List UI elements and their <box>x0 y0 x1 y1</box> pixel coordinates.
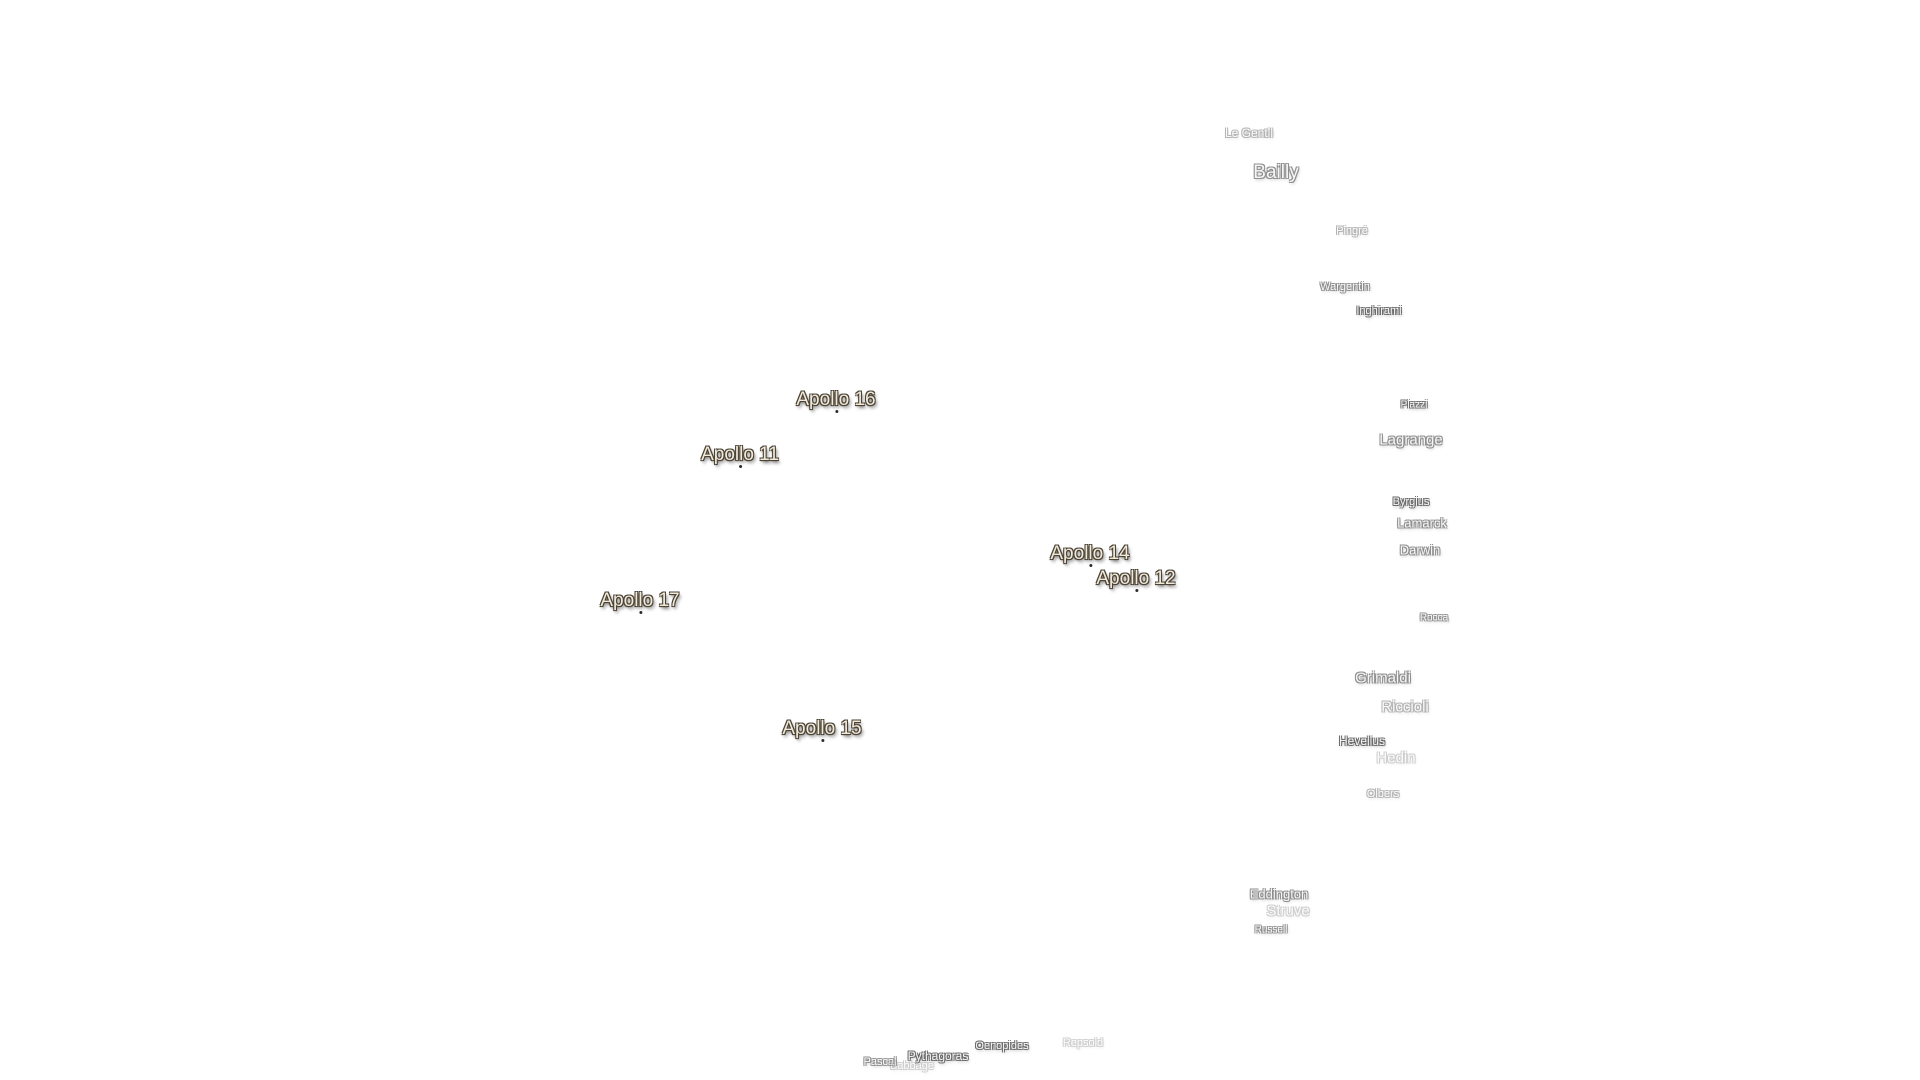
crater-label-wargentin[interactable]: Wargentin <box>1320 281 1370 293</box>
crater-label-rocca[interactable]: Rocca <box>1419 612 1449 624</box>
apollo-14-marker[interactable] <box>1088 564 1092 567</box>
apollo-11-label: Apollo 11 <box>701 444 779 465</box>
crater-label-hevelius[interactable]: Hevelius <box>1338 734 1386 748</box>
crater-label-byrgius[interactable]: Byrgius <box>1392 496 1430 508</box>
crater-label-darwin[interactable]: Darwin <box>1399 542 1441 558</box>
apollo-17-marker[interactable] <box>638 611 642 614</box>
crater-label-grimaldi[interactable]: Grimaldi <box>1355 669 1411 687</box>
crater-label-eddington[interactable]: Eddington <box>1249 886 1309 902</box>
apollo-17-label: Apollo 17 <box>600 590 680 611</box>
crater-label-repsold[interactable]: Repsold <box>1062 1037 1104 1049</box>
crater-label-riccioli[interactable]: Riccioli <box>1381 698 1429 716</box>
apollo-15-label: Apollo 15 <box>782 718 862 739</box>
apollo-15-site[interactable]: Apollo 15 <box>782 718 862 742</box>
crater-label-inghirami[interactable]: Inghirami <box>1356 305 1402 317</box>
apollo-15-marker[interactable] <box>820 739 824 742</box>
apollo-12-label: Apollo 12 <box>1096 568 1176 589</box>
crater-label-babbage[interactable]: Babbage <box>889 1060 935 1072</box>
crater-label-pascal[interactable]: Pascal <box>863 1056 897 1068</box>
crater-label-le-gentil[interactable]: Le Gentil <box>1224 126 1274 140</box>
crater-label-piazzi[interactable]: Piazzi <box>1400 399 1428 411</box>
crater-label-pythagoras[interactable]: Pythagoras <box>907 1049 969 1063</box>
crater-label-lagrange[interactable]: Lagrange <box>1379 431 1443 449</box>
apollo-16-marker[interactable] <box>834 410 838 413</box>
crater-label-olbers[interactable]: Olbers <box>1366 788 1400 800</box>
apollo-12-site[interactable]: Apollo 12 <box>1096 568 1176 592</box>
crater-label-pingre[interactable]: Pingré <box>1336 225 1368 237</box>
apollo-17-site[interactable]: Apollo 17 <box>600 590 680 614</box>
crater-label-oenopides[interactable]: Oenopides <box>975 1040 1029 1052</box>
crater-label-struve[interactable]: Struve <box>1266 902 1310 920</box>
crater-label-russell[interactable]: Russell <box>1254 924 1288 936</box>
apollo-14-site[interactable]: Apollo 14 <box>1050 543 1130 567</box>
crater-label-hedin[interactable]: Hedin <box>1376 749 1416 767</box>
apollo-14-label: Apollo 14 <box>1050 543 1130 564</box>
apollo-12-marker[interactable] <box>1134 589 1138 592</box>
crater-label-bailly[interactable]: Bailly <box>1253 162 1299 183</box>
crater-label-lamarck[interactable]: Lamarck <box>1397 515 1447 531</box>
apollo-16-label: Apollo 16 <box>796 389 876 410</box>
apollo-11-marker[interactable] <box>738 465 742 468</box>
apollo-16-site[interactable]: Apollo 16 <box>796 389 876 413</box>
apollo-11-site[interactable]: Apollo 11 <box>701 444 779 468</box>
